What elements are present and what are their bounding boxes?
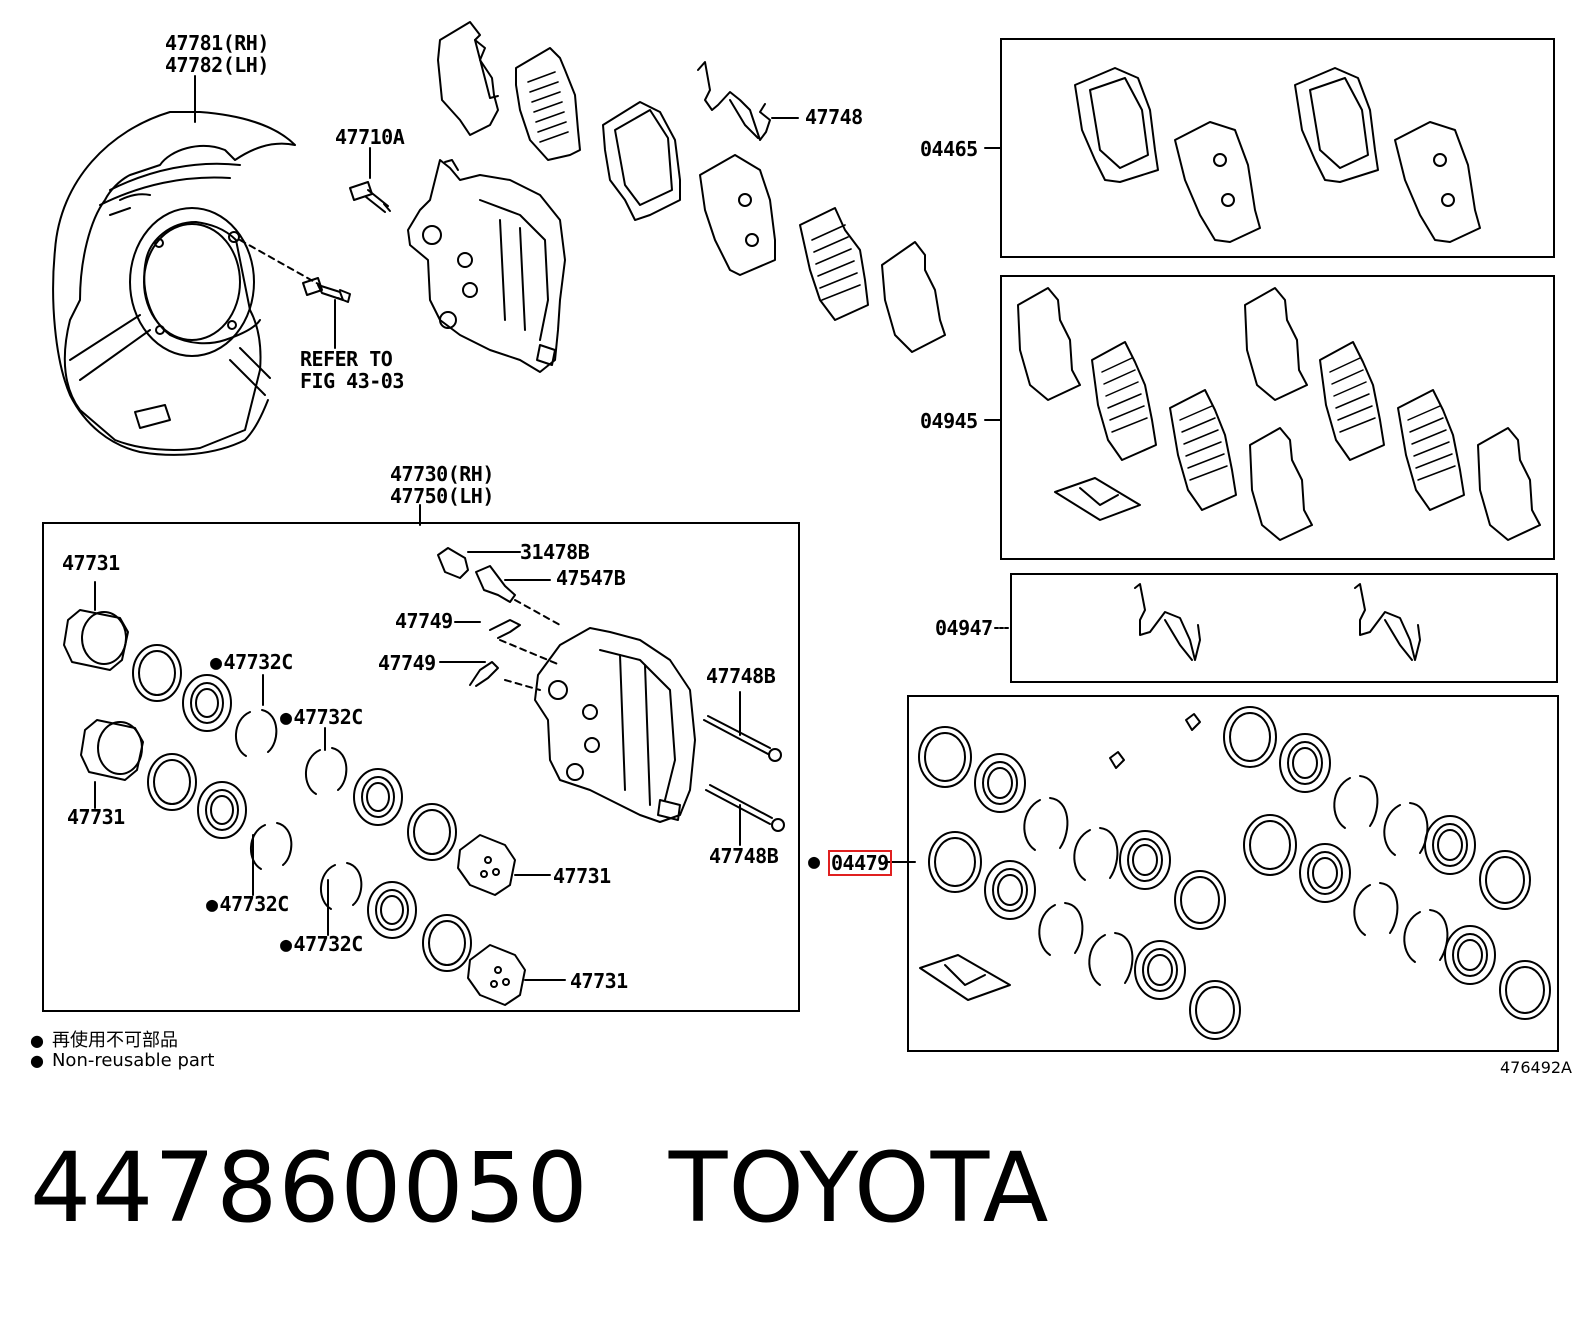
label-cap: 31478B — [520, 540, 590, 564]
label-refer-line1: REFER TO — [300, 347, 393, 371]
label-dust-cover-lh: 47782(LH) — [165, 53, 269, 77]
label-shim-kit: 04945 — [920, 409, 978, 433]
bolt-drawing — [349, 181, 391, 213]
spring-kit-drawing — [1134, 583, 1421, 661]
label-spring-kit: 04947 — [935, 616, 993, 640]
legend-text-en: Non-reusable part — [51, 1050, 215, 1071]
footer-title: 447860050 TOYOTA — [30, 1132, 1049, 1244]
label-bleeder: 47547B — [556, 566, 626, 590]
label-clip-b: 47749 — [378, 651, 436, 675]
bullet-icon: ● — [30, 1031, 44, 1050]
shim-kit-drawing — [1017, 287, 1541, 541]
caliper-kit-drawing — [63, 547, 785, 1006]
pad-kit-box — [1000, 38, 1555, 258]
bullet-icon: ● — [30, 1051, 44, 1070]
part-number: 447860050 — [30, 1132, 589, 1244]
shim-kit-box — [1000, 275, 1555, 560]
label-pin-b: 47748B — [709, 844, 779, 868]
legend-line-jp: ● 再使用不可部品 — [30, 1026, 178, 1052]
label-seal-c: 47732C — [206, 893, 290, 915]
label-caliper-rh: 47730(RH) — [390, 462, 494, 486]
label-seal-d: 47732C — [280, 933, 364, 955]
label-seal-b: 47732C — [280, 706, 364, 728]
legend-line-en: ● Non-reusable part — [30, 1050, 214, 1071]
label-piston-a: 47731 — [62, 551, 120, 575]
pad-kit-drawing — [1074, 67, 1481, 243]
label-seal-kit-marker: ● — [808, 849, 820, 873]
label-bolt: 47710A — [335, 125, 405, 149]
label-pad-kit: 04465 — [920, 137, 978, 161]
seal-kit-box — [907, 695, 1559, 1052]
label-piston-c: 47731 — [553, 864, 611, 888]
caliper-kit-box — [42, 522, 800, 1012]
dust-cover-drawing — [52, 111, 296, 456]
label-piston-d: 47731 — [570, 969, 628, 993]
label-refer-line2: FIG 43-03 — [300, 369, 404, 393]
brand-name: TOYOTA — [668, 1132, 1050, 1244]
figure-code: 476492A — [1499, 1058, 1572, 1077]
label-dust-cover-rh: 47781(RH) — [165, 31, 269, 55]
label-seal-a: 47732C — [210, 651, 294, 673]
label-caliper-lh: 47750(LH) — [390, 484, 494, 508]
seal-kit-drawing — [918, 706, 1551, 1040]
caliper-top-drawing — [407, 159, 566, 373]
label-pin-a: 47748B — [706, 664, 776, 688]
label-piston-b: 47731 — [67, 805, 125, 829]
label-clip-a: 47749 — [395, 609, 453, 633]
label-spring-top: 47748 — [805, 105, 863, 129]
spring-kit-box — [1010, 573, 1558, 683]
pads-top-drawing — [437, 21, 946, 353]
spring-top-drawing — [697, 61, 771, 141]
label-seal-kit[interactable]: 04479 — [828, 850, 892, 876]
legend-text-jp: 再使用不可部品 — [51, 1030, 178, 1051]
